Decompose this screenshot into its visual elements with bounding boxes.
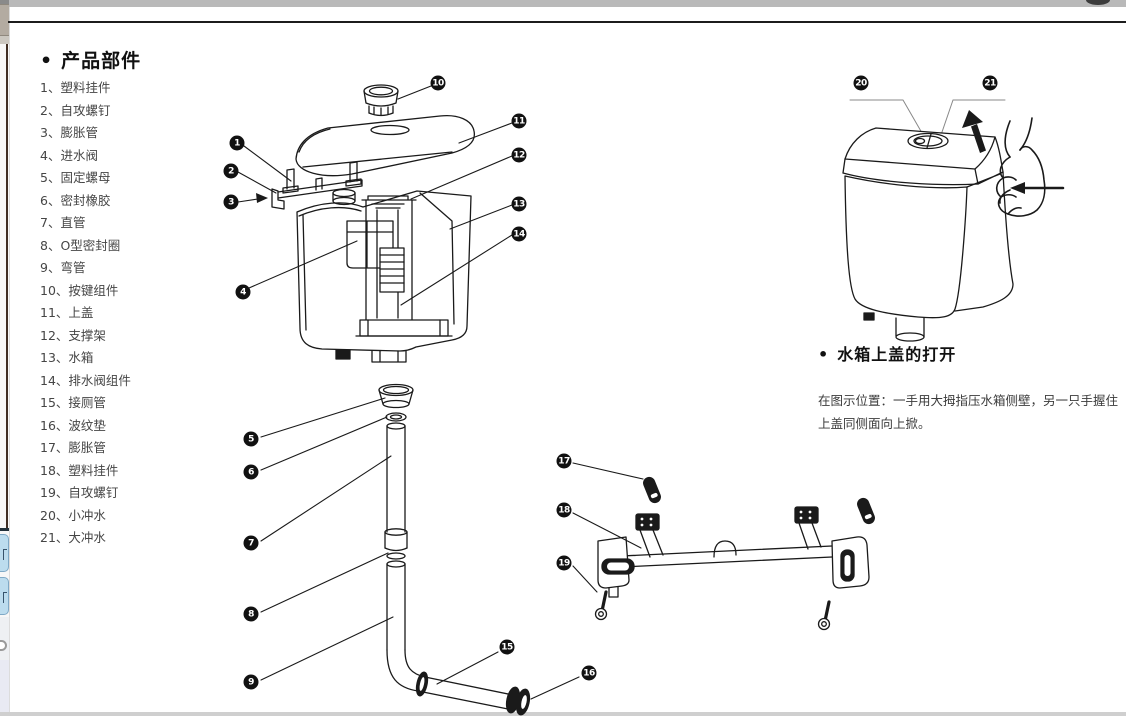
top-right-arc-fragment [1086,0,1110,5]
callout-badge-15: 15 [499,639,515,655]
partial-window-toolbar2 [0,36,9,44]
parts-list-item: 21、大冲水 [40,530,106,545]
partial-window-border [6,44,8,528]
bullet-icon: • [818,345,830,364]
callout-badge-18: 18 [556,502,572,518]
wall-bracket-diagram [572,462,875,631]
callout-badge-19: 19 [556,555,572,571]
parts-list-item: 1、塑料挂件 [40,80,111,95]
callout-badge-21: 21 [982,75,998,91]
parts-list-item: 10、按键组件 [40,282,119,298]
lid-open-body-line2: 上盖同侧面向上掀。 [818,416,931,431]
button-glyph-fragment [3,592,7,603]
pipe-assembly-diagram [260,383,580,716]
partial-window-divider [0,528,9,531]
parts-list-item: 12、支撑架 [40,327,106,343]
callout-badge-12: 12 [511,147,527,163]
assembled-tank-diagram [842,99,1065,342]
callout-badge-14: 14 [511,226,527,242]
parts-list-item: 15、接厕管 [40,395,106,410]
partial-window-footer [0,660,9,716]
parts-title-text: 产品部件 [61,50,142,72]
callout-badge-16: 16 [581,665,597,681]
left-edge-partial-window [0,0,10,716]
lid-open-section: • 水箱上盖的打开 在图示位置：一手用大拇指压水箱侧壁，另一只手握住 上盖同侧面向… [818,341,1118,435]
callout-badge-17: 17 [556,453,572,469]
parts-list-item: 8、O型密封圈 [40,237,121,253]
bottom-bar [0,712,1126,716]
partial-blue-button-1[interactable] [0,534,9,572]
partial-radio-icon [0,640,7,651]
lid-open-body-line1: 在图示位置：一手用大拇指压水箱侧壁，另一只手握住 [818,393,1119,408]
parts-list-item: 14、排水阀组件 [40,372,131,388]
parts-list-item: 9、弯管 [40,260,86,275]
parts-list-item: 2、自攻螺钉 [40,102,111,118]
parts-list-item: 6、密封橡胶 [40,192,111,208]
top-bar [9,0,1126,7]
partial-window-panel [0,617,9,660]
parts-list-item: 4、进水阀 [40,147,98,163]
bullet-icon: • [40,50,54,72]
lid-open-body: 在图示位置：一手用大拇指压水箱侧壁，另一只手握住 上盖同侧面向上掀。 [818,389,1118,435]
header-rule [8,21,1126,23]
callout-badge-9: 9 [243,674,259,690]
parts-list-item: 18、塑料挂件 [40,462,119,478]
parts-list-item: 20、小冲水 [40,507,106,523]
parts-list-item: 17、膨胀管 [40,440,106,455]
callout-badge-13: 13 [511,196,527,212]
parts-section-title: • 产品部件 [40,46,141,73]
callout-badge-3: 3 [223,194,239,210]
parts-list-item: 11、上盖 [40,305,94,320]
partial-window-titlebar [0,0,9,4]
callout-badge-1: 1 [229,135,245,151]
parts-list-item: 13、水箱 [40,350,94,365]
callout-badge-20: 20 [853,75,869,91]
partial-window-toolbar [0,4,9,36]
callout-badge-5: 5 [243,431,259,447]
callout-badge-6: 6 [243,464,259,480]
lid-open-title-text: 水箱上盖的打开 [837,345,957,364]
callout-badge-7: 7 [243,535,259,551]
parts-list-item: 5、固定螺母 [40,170,111,185]
parts-list-item: 3、膨胀管 [40,125,98,140]
lid-open-title: • 水箱上盖的打开 [818,341,1118,365]
button-glyph-fragment [3,549,7,560]
callout-badge-8: 8 [243,606,259,622]
parts-list-item: 7、直管 [40,215,86,230]
exploded-tank-diagram [237,84,513,363]
parts-list: 1、塑料挂件 2、自攻螺钉 3、膨胀管 4、进水阀 5、固定螺母 6、密封橡胶 7、直管 8、… [40,77,220,550]
callout-badge-4: 4 [235,284,251,300]
parts-list-item: 19、自攻螺钉 [40,485,119,500]
partial-blue-button-2[interactable] [0,577,9,615]
callout-badge-2: 2 [223,163,239,179]
callout-badge-10: 10 [430,75,446,91]
callout-badge-11: 11 [511,113,527,129]
parts-list-item: 16、波纹垫 [40,417,106,433]
